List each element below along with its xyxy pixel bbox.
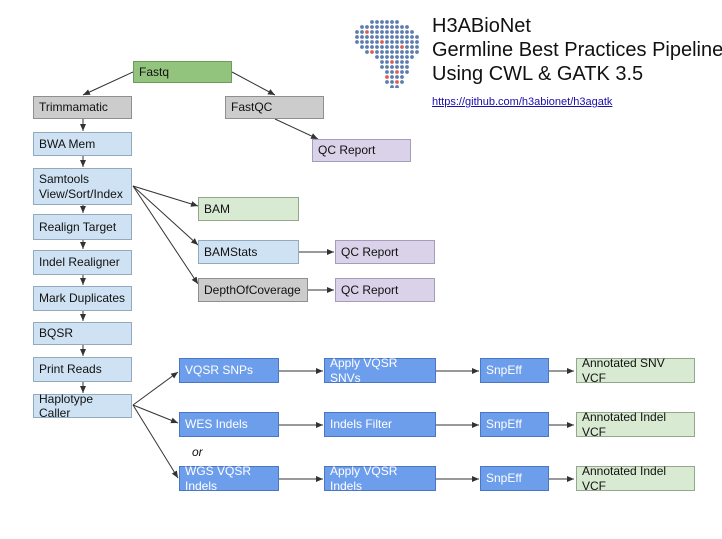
- node-bwa-mem: BWA Mem: [33, 132, 132, 156]
- node-bqsr: BQSR: [33, 322, 132, 345]
- node-annotated-indel-vcf-2: Annotated Indel VCF: [576, 464, 695, 493]
- node-qc-report-2: QC Report: [335, 240, 435, 264]
- node-snpeff-2: SnpEff: [480, 412, 549, 437]
- edge-samtools-bamstats: [132, 185, 199, 246]
- node-annotated-indel-vcf-1: Annotated Indel VCF: [576, 410, 695, 439]
- node-fastq: Fastq: [133, 61, 232, 83]
- node-apply-vqsr-indels: Apply VQSR Indels: [324, 464, 436, 493]
- title-line-2: Germline Best Practices Pipeline: [432, 39, 722, 61]
- node-samtools: Samtools View/Sort/Index: [33, 168, 132, 205]
- node-bam: BAM: [198, 197, 299, 221]
- edge-samtools-depth: [132, 185, 199, 285]
- node-depth-of-coverage: DepthOfCoverage: [198, 278, 308, 302]
- node-trimmomatic: Trimmamatic: [33, 96, 132, 119]
- node-realign-target: Realign Target: [33, 214, 132, 240]
- node-wgs-vqsr-indels: WGS VQSR Indels: [179, 464, 279, 493]
- github-link[interactable]: https://github.com/h3abionet/h3agatk: [432, 96, 613, 108]
- edge-fastqc-qcreport: [274, 118, 319, 140]
- node-annotated-snv-vcf: Annotated SNV VCF: [576, 356, 695, 385]
- edge-fastq-fastqc: [231, 71, 276, 96]
- node-mark-duplicates: Mark Duplicates: [33, 286, 132, 311]
- edge-hc-wgsvqsr: [132, 404, 179, 479]
- node-fastqc: FastQC: [225, 96, 324, 119]
- node-indel-realigner: Indel Realigner: [33, 250, 132, 275]
- node-bamstats: BAMStats: [198, 240, 299, 264]
- node-snpeff-1: SnpEff: [480, 358, 549, 383]
- title-line-1: H3ABioNet: [432, 15, 531, 37]
- edge-fastq-trimmomatic: [82, 71, 134, 96]
- node-qc-report-3: QC Report: [335, 278, 435, 302]
- africa-dot-map-logo: [355, 20, 419, 88]
- title-line-3: Using CWL & GATK 3.5: [432, 63, 644, 85]
- node-qc-report-1: QC Report: [312, 139, 411, 162]
- node-wes-indels: WES Indels: [179, 412, 279, 437]
- node-apply-vqsr-snvs: Apply VQSR SNVs: [324, 356, 436, 385]
- node-print-reads: Print Reads: [33, 357, 132, 382]
- page-title: H3ABioNet Germline Best Practices Pipeli…: [432, 14, 722, 86]
- edge-hc-vqsrsnps: [132, 371, 179, 406]
- node-vqsr-snps: VQSR SNPs: [179, 358, 279, 383]
- node-haplotype-caller: Haplotype Caller: [33, 392, 132, 420]
- node-snpeff-3: SnpEff: [480, 466, 549, 491]
- edge-samtools-bam: [132, 185, 199, 207]
- edge-hc-wesindels: [132, 404, 179, 424]
- node-indels-filter: Indels Filter: [324, 412, 436, 437]
- or-label: or: [192, 445, 203, 459]
